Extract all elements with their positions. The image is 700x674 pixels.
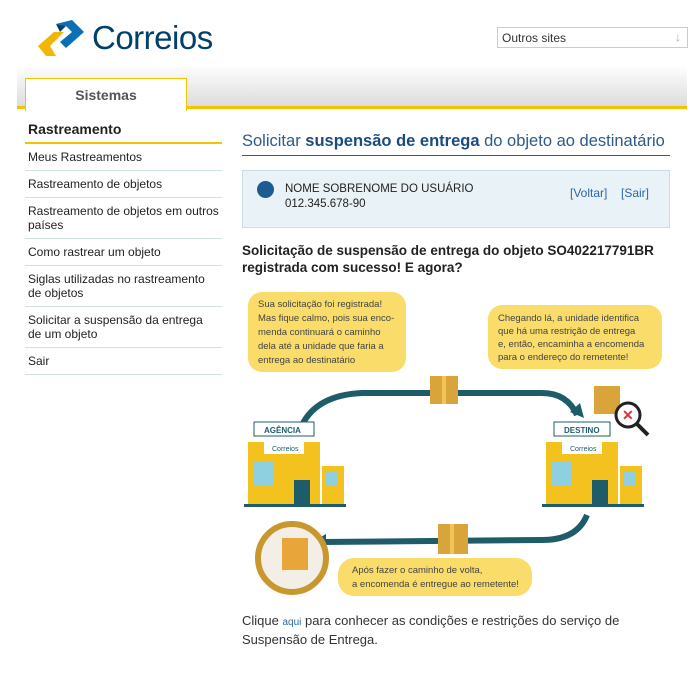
- bubble1-line: dela até a unidade que faria a: [258, 341, 384, 352]
- svg-text:✕: ✕: [622, 407, 634, 423]
- bubble3-line: a encomenda é entregue ao remetente!: [352, 579, 519, 590]
- bubble2-line: Chegando lá, a unidade identifica: [498, 313, 640, 324]
- user-icon: [257, 181, 274, 198]
- footer-text: Clique aqui para conhecer as condições e…: [242, 612, 670, 648]
- title-post: do objeto ao destinatário: [479, 132, 665, 150]
- other-sites-label: Outros sites: [502, 31, 567, 45]
- arrow-down-icon: ↓: [675, 30, 681, 44]
- bubble1-line: Sua solicitação foi registrada!: [258, 299, 382, 310]
- tab-sistemas[interactable]: Sistemas: [25, 78, 187, 111]
- sidebar: Rastreamento Meus Rastreamentos Rastream…: [25, 118, 222, 375]
- destination-building: DESTINO Correios: [542, 421, 644, 507]
- bubble3-line: Após fazer o caminho de volta,: [352, 565, 482, 576]
- bubble-2: [488, 305, 662, 369]
- title-pre: Solicitar: [242, 132, 306, 150]
- magnifier-icon: [614, 401, 642, 429]
- back-link[interactable]: [Voltar]: [570, 186, 608, 200]
- bubble1-line: entrega ao destinatário: [258, 355, 355, 366]
- destination-sign: DESTINO: [564, 426, 600, 435]
- agency-store-logo: Correios: [272, 446, 299, 453]
- return-path: [321, 513, 590, 545]
- sidebar-item-rastreamento-objetos[interactable]: Rastreamento de objetos: [25, 171, 222, 198]
- exit-link[interactable]: [Sair]: [621, 186, 650, 200]
- title-bold: suspensão de entrega: [305, 132, 480, 150]
- bubble2-line: para o endereço do remetente!: [498, 352, 628, 363]
- sidebar-item-sair[interactable]: Sair: [25, 348, 222, 375]
- main-content: Solicitar suspensão de entrega do objeto…: [242, 132, 670, 605]
- sidebar-item-suspensao[interactable]: Solicitar a suspensão da entrega de um o…: [25, 307, 222, 348]
- bubble2-line: que há uma restrição de entrega: [498, 326, 636, 337]
- bubble-3: [338, 558, 532, 596]
- logo-text: Correios: [92, 19, 213, 56]
- footer-post: para conhecer as condições e restrições …: [242, 613, 620, 647]
- suspension-flow-illustration: Sua solicitação foi registrada! Mas fiqu…: [244, 292, 662, 596]
- arrow-head-icon: [570, 403, 584, 418]
- sidebar-heading: Rastreamento: [25, 118, 222, 144]
- success-message: Solicitação de suspensão de entrega do o…: [242, 243, 654, 275]
- destination-store-logo: Correios: [570, 446, 597, 453]
- user-name: NOME SOBRENOME DO USUÁRIO: [285, 183, 474, 195]
- sidebar-item-outros-paises[interactable]: Rastreamento de objetos em outros países: [25, 198, 222, 239]
- agency-sign: AGÊNCIA: [264, 426, 301, 435]
- forward-path: [299, 390, 580, 427]
- bubble2-line: e, então, encaminha a encomenda: [498, 339, 645, 350]
- user-box: NOME SOBRENOME DO USUÁRIO 012.345.678-90…: [242, 170, 670, 228]
- correios-logo-icon: [38, 20, 84, 56]
- footer-pre: Clique: [242, 613, 283, 628]
- other-sites-select[interactable]: Outros sites ↓: [497, 27, 688, 48]
- user-cpf: 012.345.678-90: [285, 198, 366, 210]
- sidebar-item-como-rastrear[interactable]: Como rastrear um objeto: [25, 239, 222, 266]
- conditions-link[interactable]: aqui: [282, 617, 302, 628]
- sidebar-item-siglas[interactable]: Siglas utilizadas no rastreamento de obj…: [25, 266, 222, 307]
- sidebar-item-meus-rastreamentos[interactable]: Meus Rastreamentos: [25, 144, 222, 171]
- bubble1-line: Mas fique calmo, pois sua enco-: [258, 313, 394, 324]
- agency-building: AGÊNCIA Correios: [244, 421, 346, 507]
- correios-logo[interactable]: Correios: [36, 18, 213, 58]
- package-icon: [594, 386, 620, 414]
- bubble-1: [248, 292, 406, 372]
- bubble1-line: menda continuará o caminho: [258, 327, 381, 338]
- page-title: Solicitar suspensão de entrega do objeto…: [242, 132, 670, 156]
